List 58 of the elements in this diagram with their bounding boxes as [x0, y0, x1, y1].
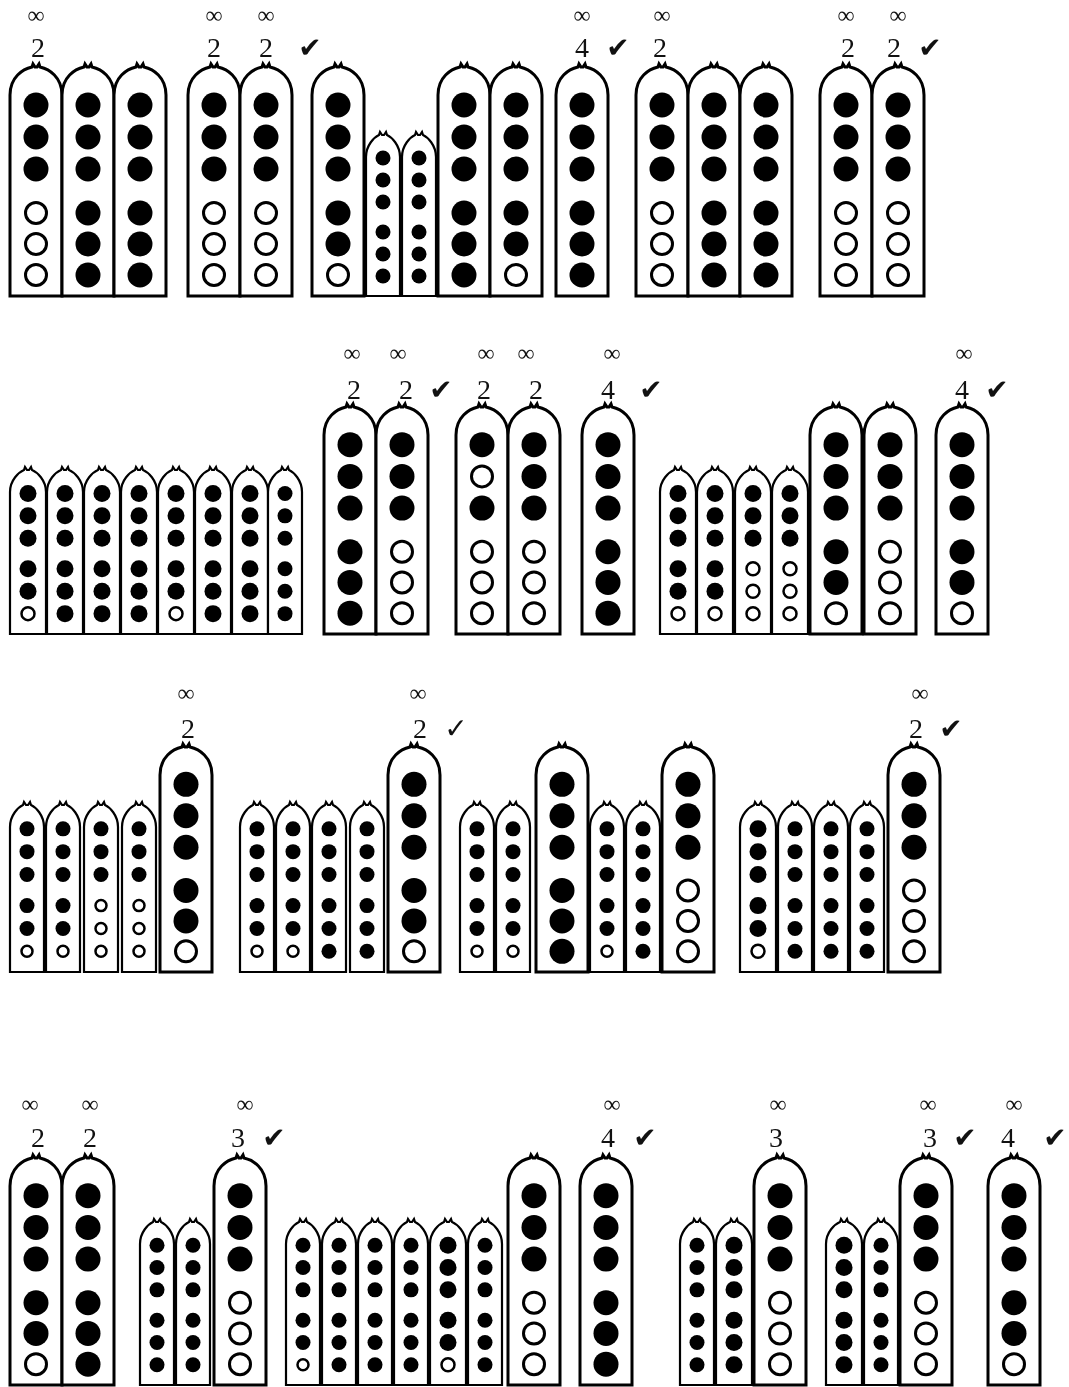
infinity-label: ∞ — [21, 1092, 39, 1116]
count-label: 4 — [575, 34, 589, 62]
check-mark: ✔ — [1043, 1124, 1067, 1152]
check-mark: ✓ — [444, 715, 468, 743]
infinity-label: ∞ — [343, 341, 361, 365]
count-label: 3 — [769, 1124, 783, 1152]
check-mark: ✔ — [985, 376, 1009, 404]
infinity-label: ∞ — [837, 3, 855, 27]
count-label: 2 — [909, 715, 923, 743]
count-label: 2 — [399, 376, 413, 404]
infinity-label: ∞ — [603, 1092, 621, 1116]
count-label: 2 — [31, 1124, 45, 1152]
infinity-label: ∞ — [27, 3, 45, 27]
count-label: 2 — [413, 715, 427, 743]
infinity-label: ∞ — [573, 3, 591, 27]
count-label: 2 — [529, 376, 543, 404]
count-label: 3 — [231, 1124, 245, 1152]
check-mark: ✔ — [262, 1124, 286, 1152]
count-label: 4 — [955, 376, 969, 404]
infinity-label: ∞ — [653, 3, 671, 27]
count-label: 2 — [887, 34, 901, 62]
infinity-label: ∞ — [889, 3, 907, 27]
check-mark: ✔ — [639, 376, 663, 404]
infinity-label: ∞ — [81, 1092, 99, 1116]
infinity-label: ∞ — [205, 3, 223, 27]
infinity-label: ∞ — [769, 1092, 787, 1116]
infinity-label: ∞ — [911, 681, 929, 705]
infinity-label: ∞ — [603, 341, 621, 365]
count-label: 2 — [83, 1124, 97, 1152]
check-mark: ✔ — [939, 715, 963, 743]
count-label: 2 — [653, 34, 667, 62]
infinity-label: ∞ — [257, 3, 275, 27]
count-label: 2 — [259, 34, 273, 62]
infinity-label: ∞ — [955, 341, 973, 365]
check-mark: ✔ — [429, 376, 453, 404]
count-label: 2 — [207, 34, 221, 62]
check-mark: ✔ — [918, 34, 942, 62]
count-label: 2 — [841, 34, 855, 62]
count-label: 2 — [31, 34, 45, 62]
infinity-label: ∞ — [477, 341, 495, 365]
infinity-label: ∞ — [517, 341, 535, 365]
infinity-label: ∞ — [389, 341, 407, 365]
count-label: 4 — [601, 376, 615, 404]
count-label: 3 — [923, 1124, 937, 1152]
count-label: 2 — [181, 715, 195, 743]
check-mark: ✔ — [606, 34, 630, 62]
check-mark: ✔ — [298, 34, 322, 62]
check-mark: ✔ — [953, 1124, 977, 1152]
infinity-label: ∞ — [236, 1092, 254, 1116]
count-label: 2 — [347, 376, 361, 404]
count-label: 2 — [477, 376, 491, 404]
count-label: 4 — [1001, 1124, 1015, 1152]
infinity-label: ∞ — [1005, 1092, 1023, 1116]
infinity-label: ∞ — [919, 1092, 937, 1116]
infinity-label: ∞ — [177, 681, 195, 705]
count-label: 4 — [601, 1124, 615, 1152]
infinity-label: ∞ — [409, 681, 427, 705]
check-mark: ✔ — [633, 1124, 657, 1152]
